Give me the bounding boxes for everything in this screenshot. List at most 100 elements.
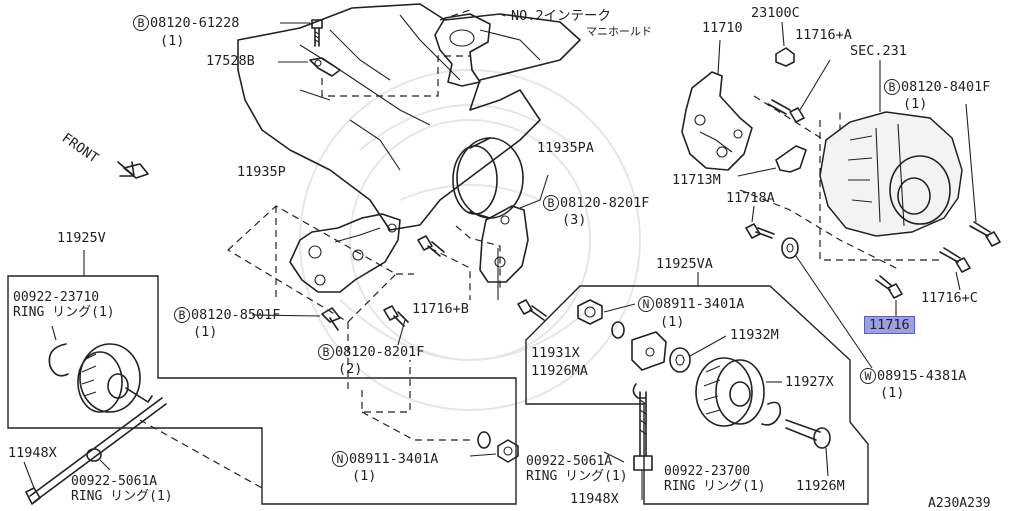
callout-11926m: 11926M — [796, 478, 845, 494]
spacer-11926m — [785, 419, 831, 477]
part-number: 08120-61228 — [150, 15, 240, 31]
bolt-symbol-b: B — [174, 307, 190, 323]
callout-23100c: 23100C — [751, 5, 800, 21]
bolt-8501f — [251, 307, 341, 331]
callout-11925va: 11925VA — [656, 256, 713, 272]
engine-block — [237, 3, 581, 231]
washer-11932m — [669, 335, 727, 373]
callout-11935p: 11935P — [237, 164, 286, 180]
callout-11716a: 11716+A — [795, 27, 852, 43]
bracket-11710 — [681, 39, 753, 171]
callout-ring-23700-desc: RING リング(1) — [664, 479, 766, 494]
callout-11948x-left: 11948X — [8, 445, 57, 461]
bolt-11716c — [939, 247, 971, 291]
watermark-emblem — [299, 69, 641, 411]
callout-ring-23710-part: 00922-23710 — [13, 290, 100, 305]
callout-11935pa: 11935PA — [537, 140, 594, 156]
stay-11713m — [737, 145, 807, 177]
front-arrow — [117, 161, 149, 179]
part-number: 08120-8201F — [335, 344, 425, 360]
callout-11716c: 11716+C — [921, 290, 978, 306]
callout-11716b: 11716+B — [412, 301, 469, 317]
part-number: 08915-4381A — [877, 368, 967, 384]
callout-11948x-bottom: 11948X — [570, 491, 619, 507]
callout-17528b: 17528B — [206, 53, 255, 69]
washer-08911-bottom — [477, 431, 491, 449]
callout-ring-23700-part: 00922-23700 — [664, 464, 751, 479]
ring-23710-snap — [48, 325, 69, 377]
idler-box-11925v — [7, 250, 517, 505]
qty-8401f: (1) — [903, 96, 928, 112]
callout-11925v: 11925V — [57, 230, 106, 246]
qty-08911-bottom: (1) — [352, 468, 377, 484]
nut-08911-top — [577, 299, 636, 325]
callout-intake-manifold: マニホールド — [586, 25, 652, 38]
nut-23100c — [775, 21, 795, 67]
part-number: 08911-3401A — [349, 451, 439, 467]
part-number: 08911-3401A — [655, 296, 745, 312]
washer-5061a-left — [86, 448, 111, 471]
intake-manifold — [434, 9, 506, 87]
bracket-17528b — [278, 55, 470, 97]
qty-61228: (1) — [160, 33, 185, 49]
callout-11932m: 11932M — [730, 327, 779, 343]
bolt-11716-highlighted — [875, 275, 903, 318]
bolt-11716b — [497, 248, 547, 321]
part-number: 08120-8501F — [191, 307, 281, 323]
nut-08911-bottom — [469, 439, 519, 463]
highlighted-part-11716[interactable]: 11716 — [864, 316, 915, 334]
callout-sec231: SEC.231 — [850, 43, 907, 59]
callout-11926ma: 11926MA — [531, 363, 588, 379]
qty-8201f-mid: (2) — [338, 361, 363, 377]
callout-11710: 11710 — [702, 20, 743, 36]
idler-pulley-left — [77, 343, 153, 413]
qty-08915: (1) — [880, 385, 905, 401]
diagram-code: A230A239 — [928, 496, 991, 511]
callout-11716-highlighted[interactable]: 11716 — [864, 316, 915, 334]
bolt-11718a — [745, 205, 775, 239]
bolt-11716a — [767, 59, 831, 123]
callout-intake-no2: NO.2インテーク — [511, 8, 612, 24]
bolt-11948x-vertical — [603, 383, 653, 500]
bolt-symbol-b: B — [543, 195, 559, 211]
callout-ring-5061a-left-desc: RING リング(1) — [71, 489, 173, 504]
callout-11931x: 11931X — [531, 345, 580, 361]
callout-11718a: 11718A — [726, 190, 775, 206]
qty-08911-top: (1) — [660, 314, 685, 330]
ring-23700-snap — [761, 401, 782, 426]
bolt-symbol-b: B — [318, 344, 334, 360]
bolt-8201f-pair — [383, 235, 445, 346]
bracket-11935p — [289, 213, 401, 293]
bolt-61228 — [280, 19, 323, 47]
part-number: 08120-8401F — [901, 79, 991, 95]
callout-ring-5061a-mid-desc: RING リング(1) — [526, 469, 628, 484]
qty-8501f: (1) — [193, 324, 218, 340]
bolt-symbol-b: B — [884, 79, 900, 95]
nut-symbol-n: N — [332, 451, 348, 467]
qty-8201f-top: (3) — [562, 212, 587, 228]
callout-11927x: 11927X — [785, 374, 834, 390]
nut-symbol-n: N — [638, 296, 654, 312]
washer-symbol-w: W — [860, 368, 876, 384]
adjuster-block-11926ma — [631, 331, 667, 371]
assembly-dash-frames — [227, 205, 501, 441]
washer-08915 — [781, 237, 873, 369]
bolt-symbol-b: B — [133, 15, 149, 31]
idler-pulley-11927x — [695, 357, 782, 427]
part-number: 08120-8201F — [560, 195, 650, 211]
bolt-8401f — [965, 103, 1001, 247]
callout-11713m: 11713M — [672, 172, 721, 188]
alternator — [819, 60, 963, 237]
callout-ring-23710-desc: RING リング(1) — [13, 305, 115, 320]
callout-ring-5061a-left-part: 00922-5061A — [71, 474, 158, 489]
